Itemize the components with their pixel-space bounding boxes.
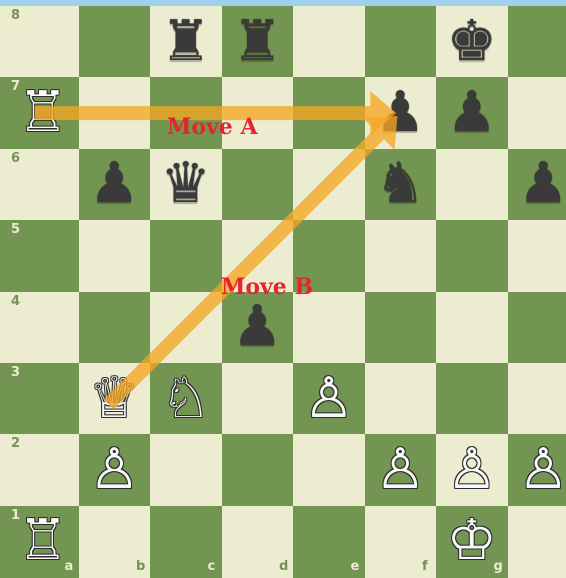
square-d3[interactable] bbox=[222, 363, 294, 435]
square-c7[interactable] bbox=[150, 77, 222, 149]
square-c5[interactable] bbox=[150, 220, 222, 292]
square-h8[interactable] bbox=[508, 6, 566, 78]
black-pawn-d4[interactable]: ♟ bbox=[222, 292, 294, 363]
square-e6[interactable] bbox=[293, 149, 365, 221]
square-e8[interactable] bbox=[293, 6, 365, 78]
square-h4[interactable] bbox=[508, 292, 566, 364]
square-e5[interactable] bbox=[293, 220, 365, 292]
square-b4[interactable] bbox=[79, 292, 151, 364]
rank-label-3: 3 bbox=[11, 365, 20, 380]
black-pawn-b6[interactable]: ♟ bbox=[79, 149, 151, 220]
file-label-b: b bbox=[136, 559, 145, 569]
file-label-d: d bbox=[279, 559, 288, 569]
black-rook-c8[interactable]: ♜ bbox=[150, 6, 222, 77]
square-e4[interactable] bbox=[293, 292, 365, 364]
file-label-c: c bbox=[208, 559, 216, 569]
white-pawn-f2[interactable]: ♙ bbox=[365, 434, 437, 505]
square-edge-2 bbox=[0, 434, 7, 506]
square-edge-4 bbox=[0, 292, 7, 364]
square-edge-6 bbox=[0, 149, 7, 221]
black-king-g8[interactable]: ♚ bbox=[436, 6, 508, 77]
square-e7[interactable] bbox=[293, 77, 365, 149]
square-g6[interactable] bbox=[436, 149, 508, 221]
square-d2[interactable] bbox=[222, 434, 294, 506]
black-pawn-f7[interactable]: ♟ bbox=[365, 77, 437, 148]
square-c4[interactable] bbox=[150, 292, 222, 364]
black-rook-d8[interactable]: ♜ bbox=[222, 6, 294, 77]
rank-label-8: 8 bbox=[11, 8, 20, 23]
white-rook-a7[interactable]: ♖ bbox=[7, 77, 79, 148]
square-g4[interactable] bbox=[436, 292, 508, 364]
square-f3[interactable] bbox=[365, 363, 437, 435]
rank-label-2: 2 bbox=[11, 436, 20, 451]
square-d7[interactable] bbox=[222, 77, 294, 149]
white-pawn-e3[interactable]: ♙ bbox=[293, 363, 365, 434]
square-e2[interactable] bbox=[293, 434, 365, 506]
square-h7[interactable] bbox=[508, 77, 566, 149]
rank-label-5: 5 bbox=[11, 222, 20, 237]
square-h1[interactable] bbox=[508, 506, 566, 578]
square-b8[interactable] bbox=[79, 6, 151, 78]
square-edge-7 bbox=[0, 77, 7, 149]
file-label-e: e bbox=[351, 559, 360, 569]
rank-label-6: 6 bbox=[11, 151, 20, 166]
white-king-g1[interactable]: ♔ bbox=[436, 506, 508, 577]
square-d5[interactable] bbox=[222, 220, 294, 292]
white-rook-a1[interactable]: ♖ bbox=[7, 506, 79, 577]
white-pawn-h2[interactable]: ♙ bbox=[508, 434, 566, 505]
square-edge-8 bbox=[0, 6, 7, 78]
square-b7[interactable] bbox=[79, 77, 151, 149]
rank-label-4: 4 bbox=[11, 294, 20, 309]
square-d6[interactable] bbox=[222, 149, 294, 221]
square-f5[interactable] bbox=[365, 220, 437, 292]
white-knight-c3[interactable]: ♘ bbox=[150, 363, 222, 434]
square-f4[interactable] bbox=[365, 292, 437, 364]
square-edge-5 bbox=[0, 220, 7, 292]
square-b5[interactable] bbox=[79, 220, 151, 292]
square-edge-1 bbox=[0, 506, 7, 578]
square-g3[interactable] bbox=[436, 363, 508, 435]
white-pawn-g2[interactable]: ♙ bbox=[436, 434, 508, 505]
square-c2[interactable] bbox=[150, 434, 222, 506]
black-knight-f6[interactable]: ♞ bbox=[365, 149, 437, 220]
square-f8[interactable] bbox=[365, 6, 437, 78]
square-h5[interactable] bbox=[508, 220, 566, 292]
black-pawn-g7[interactable]: ♟ bbox=[436, 77, 508, 148]
black-pawn-h6[interactable]: ♟ bbox=[508, 149, 566, 220]
white-pawn-b2[interactable]: ♙ bbox=[79, 434, 151, 505]
black-queen-c6[interactable]: ♛ bbox=[150, 149, 222, 220]
file-label-f: f bbox=[422, 559, 428, 569]
white-queen-b3[interactable]: ♕ bbox=[79, 363, 151, 434]
square-g5[interactable] bbox=[436, 220, 508, 292]
square-edge-3 bbox=[0, 363, 7, 435]
square-h3[interactable] bbox=[508, 363, 566, 435]
